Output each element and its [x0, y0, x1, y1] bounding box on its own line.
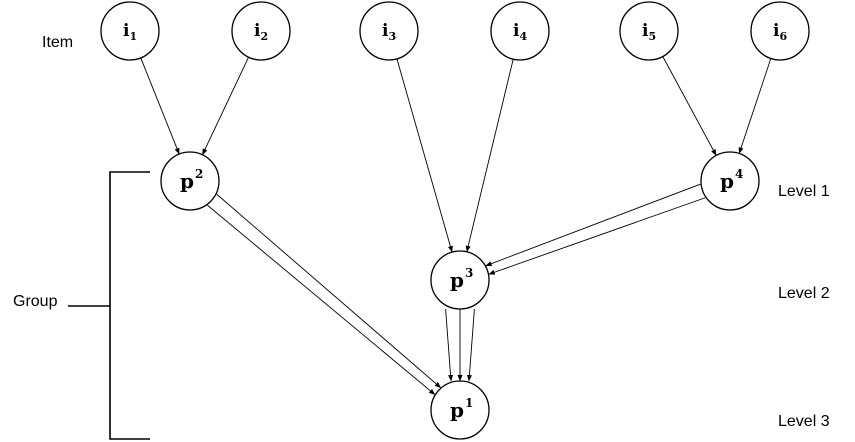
- item-node-i3[interactable]: i3: [359, 1, 419, 61]
- edge-p3-to-p1: [466, 308, 475, 382]
- edge-i4-to-p3: [465, 59, 514, 253]
- edge-i5-to-p4: [662, 56, 717, 156]
- item-node-i2[interactable]: i2: [231, 1, 291, 61]
- group-label: Group: [13, 293, 58, 310]
- edge-i6-to-p4: [738, 58, 772, 154]
- nodes: i1 i2 i3 i4 i5 i6 p2 p4 p3 p1: [100, 1, 810, 440]
- edge-i3-to-p3: [396, 58, 453, 253]
- edges: [140, 56, 772, 396]
- group-bracket: [68, 171, 150, 440]
- level-2-label: Level 2: [778, 285, 830, 302]
- item-node-i1[interactable]: i1: [100, 1, 160, 61]
- group-node-p2[interactable]: p2: [160, 151, 220, 211]
- edge-p2-to-p1: [207, 204, 436, 396]
- edge-p3-to-p1: [445, 308, 454, 382]
- item-node-i4[interactable]: i4: [490, 1, 550, 61]
- level-3-label: Level 3: [778, 413, 830, 430]
- item-node-i5[interactable]: i5: [619, 1, 679, 61]
- group-node-p4[interactable]: p4: [700, 151, 760, 211]
- edge-p4-to-p3: [485, 183, 701, 267]
- edge-p2-to-p1: [216, 193, 442, 389]
- item-row-label: Item: [42, 34, 73, 51]
- edge-i1-to-p2: [140, 57, 180, 155]
- level-1-label: Level 1: [778, 183, 830, 200]
- group-node-p1[interactable]: p1: [430, 380, 490, 440]
- group-node-p3[interactable]: p3: [430, 250, 490, 310]
- edge-i2-to-p2: [202, 57, 249, 156]
- item-node-i6[interactable]: i6: [750, 1, 810, 61]
- edge-p4-to-p3: [488, 197, 706, 275]
